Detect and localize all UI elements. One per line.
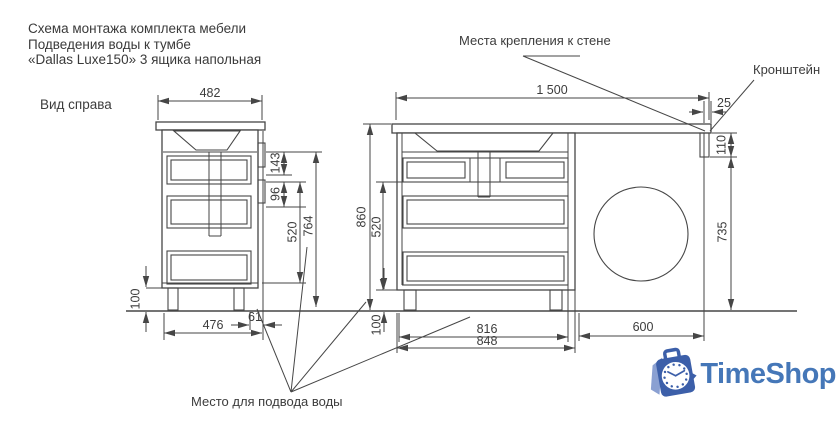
front-view-cabinet	[391, 123, 712, 341]
side-cabinet-body	[161, 129, 259, 289]
dim-848: 848	[477, 334, 498, 348]
timeshop-bag-clock-icon	[650, 347, 697, 397]
dim-520-front: 520	[369, 217, 383, 238]
side-leg-front	[167, 287, 179, 311]
side-drawer-1-inner	[170, 159, 248, 181]
logo-clock-hands	[667, 369, 686, 377]
dim-100-side: 100	[128, 289, 142, 310]
front-drawer-2-inner	[406, 199, 565, 225]
dim-110: 110	[714, 135, 728, 155]
logo-clock-ticks	[663, 363, 688, 389]
front-leg-left	[403, 289, 417, 311]
side-leg-back	[233, 287, 245, 311]
front-cabinet-body	[396, 132, 576, 291]
side-wall-cleat-2	[257, 179, 266, 204]
side-drawer-3-inner	[170, 254, 248, 281]
front-drawer-2	[402, 195, 569, 229]
side-drain-pipe	[208, 152, 222, 237]
side-drawer-2	[166, 195, 252, 229]
bracket-leader	[709, 79, 755, 132]
front-drawer-1	[402, 157, 569, 183]
front-drawer-1-inner-left	[406, 161, 466, 179]
front-countertop	[391, 123, 712, 134]
front-drawer-3-inner	[406, 255, 565, 282]
dim-143-ext	[266, 151, 322, 176]
dim-735: 735	[715, 222, 729, 243]
bracket-shape	[699, 132, 710, 158]
front-sink-basin	[413, 132, 555, 152]
side-countertop	[155, 121, 266, 131]
dim-25-ext	[703, 101, 712, 123]
dim-1500: 1 500	[536, 83, 567, 97]
dim-143: 143	[268, 153, 282, 174]
front-drain-pipe	[477, 152, 491, 198]
dim-96: 96	[268, 187, 282, 201]
dim-482: 482	[200, 86, 221, 100]
front-leg-right	[549, 289, 563, 311]
label-wall-mounts: Места крепления к стене	[459, 33, 611, 48]
label-bracket: Кронштейн	[753, 62, 821, 77]
side-sink-basin	[172, 130, 242, 151]
washing-machine-circle	[593, 186, 689, 282]
dim-476: 476	[203, 318, 224, 332]
dim-600: 600	[633, 320, 654, 334]
side-wall-cleat-1	[257, 142, 266, 168]
title-line-2: Подведения воды к тумбе	[28, 36, 191, 52]
front-drawer-1-inner-right	[505, 161, 565, 179]
dim-816: 816	[477, 322, 498, 336]
dim-520-side: 520	[285, 222, 299, 243]
timeshop-logo: TimeShop	[650, 341, 836, 407]
title-line-3: «Dallas Luxe150» 3 ящика напольная	[28, 52, 262, 67]
logo-tag	[686, 370, 697, 384]
side-view-dimensions: 482 143 96 520 764 100 476 61	[128, 86, 322, 340]
front-drawer-1-dividers	[469, 158, 501, 182]
label-view-right: Вид справа	[40, 97, 112, 112]
dim-100-front: 100	[369, 315, 383, 336]
dim-25: 25	[717, 96, 731, 110]
title-block: Схема монтажа комплекта мебели Подведени…	[28, 21, 261, 68]
front-view-dimensions: 1 500 25 110 735 860 520 100 816	[354, 83, 737, 353]
dim-860: 860	[354, 207, 368, 228]
side-view-cabinet	[155, 121, 266, 340]
timeshop-wordmark: TimeShop	[700, 357, 836, 390]
water-supply-leaders	[256, 246, 471, 393]
title-line-1: Схема монтажа комплекта мебели	[28, 21, 247, 36]
side-drawer-1	[166, 155, 252, 185]
wall-mounts-leader	[522, 55, 706, 132]
dim-764: 764	[301, 216, 315, 237]
leader-lines	[256, 55, 755, 393]
side-drawer-3	[166, 250, 252, 285]
label-water-supply: Место для подвода воды	[191, 394, 343, 409]
side-drawer-2-inner	[170, 199, 248, 225]
